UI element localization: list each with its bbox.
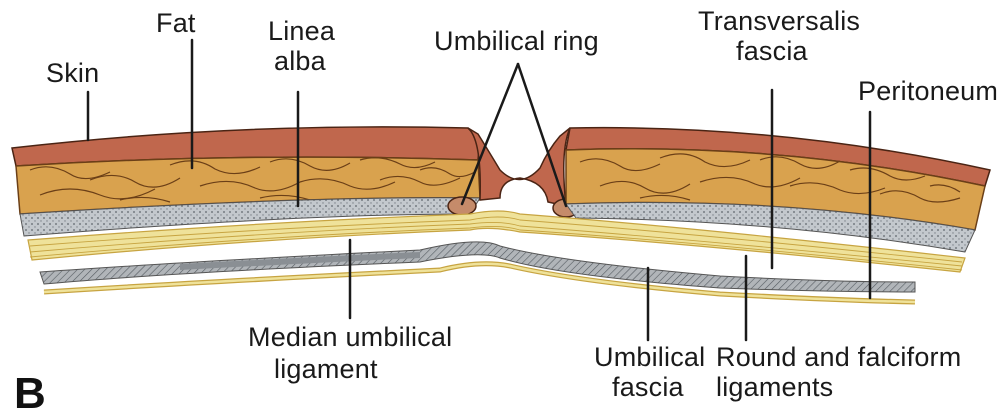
label-round-falciform-line2: ligaments bbox=[716, 372, 833, 402]
label-fat: Fat bbox=[156, 8, 196, 38]
label-umbilical-fascia-line2: fascia bbox=[612, 372, 685, 402]
panel-letter: B bbox=[14, 369, 46, 418]
label-transversalis-line2: fascia bbox=[736, 36, 809, 66]
umbilical-ring-left bbox=[448, 197, 476, 215]
label-peritoneum: Peritoneum bbox=[858, 76, 998, 106]
label-umbilical-ring: Umbilical ring bbox=[434, 26, 599, 56]
label-median-umbilical-line1: Median umbilical bbox=[248, 322, 452, 352]
label-transversalis-line1: Transversalis bbox=[698, 6, 860, 36]
label-median-umbilical-line2: ligament bbox=[274, 354, 378, 384]
label-linea-alba-line1: Linea bbox=[268, 16, 336, 46]
label-umbilical-fascia-line1: Umbilical bbox=[594, 342, 705, 372]
label-round-falciform-line1: Round and falciform bbox=[716, 342, 961, 372]
label-skin: Skin bbox=[46, 58, 99, 88]
label-linea-alba-line2: alba bbox=[274, 46, 327, 76]
umbilical-skin-fold bbox=[468, 128, 570, 206]
